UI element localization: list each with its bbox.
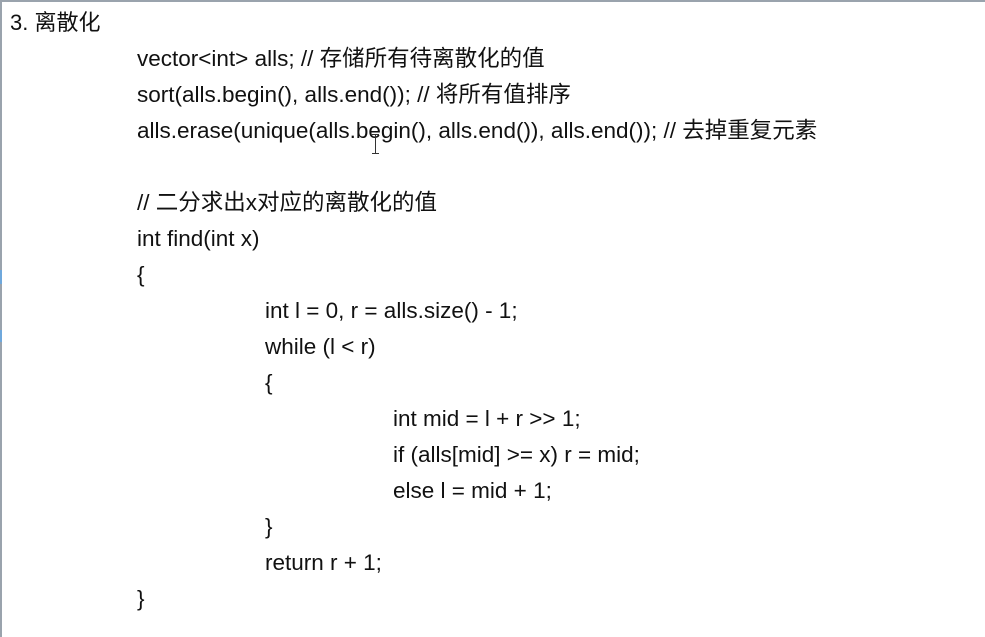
left-edge-marker — [0, 270, 2, 284]
code-line-while-open-brace: { — [265, 370, 273, 395]
code-line-comment: // 二分求出x对应的离散化的值 — [137, 190, 438, 215]
code-line-sort: sort(alls.begin(), alls.end()); // 将所有值排… — [137, 82, 571, 107]
code-line-while: while (l < r) — [265, 334, 376, 359]
code-line-return: return r + 1; — [265, 550, 382, 575]
code-line-close-brace: } — [137, 586, 145, 611]
left-edge-marker-2 — [0, 330, 2, 342]
code-line-erase: alls.erase(unique(alls.begin(), alls.end… — [137, 118, 818, 143]
text-cursor-icon — [370, 134, 382, 154]
section-heading: 3. 离散化 — [10, 10, 101, 35]
code-line-find-signature: int find(int x) — [137, 226, 260, 251]
code-line-init-lr: int l = 0, r = alls.size() - 1; — [265, 298, 518, 323]
code-line-mid: int mid = l + r >> 1; — [393, 406, 581, 431]
code-line-else: else l = mid + 1; — [393, 478, 552, 503]
code-line-if: if (alls[mid] >= x) r = mid; — [393, 442, 640, 467]
code-line-vector-decl: vector<int> alls; // 存储所有待离散化的值 — [137, 46, 545, 71]
code-line-open-brace: { — [137, 262, 145, 287]
code-line-while-close-brace: } — [265, 514, 273, 539]
